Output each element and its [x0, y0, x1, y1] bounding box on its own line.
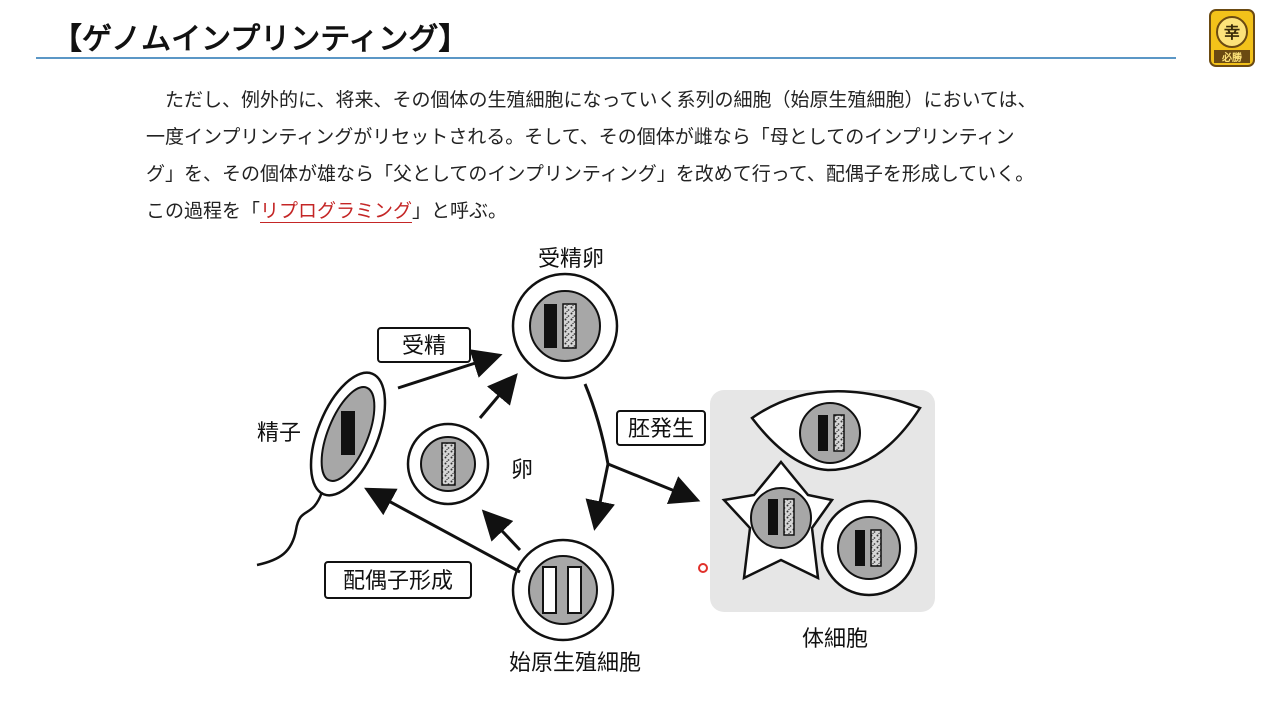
paragraph-line-3: グ」を、その個体が雄なら「父としてのインプリンティング」を改めて行って、配偶子を… [146, 163, 1035, 185]
development-label: 胚発生 [628, 417, 694, 442]
pointer-dot [698, 563, 708, 573]
sperm-label: 精子 [257, 421, 301, 446]
arrow-pgc-to-egg [481, 509, 522, 552]
arrow-sperm-to-zygote [397, 349, 503, 390]
zygote-label: 受精卵 [538, 247, 604, 272]
page-title: 【ゲノムインプリンティング】 [52, 22, 469, 57]
arrow-egg-to-zygote [478, 373, 518, 419]
sperm-cell [256, 371, 387, 567]
logo-top-char: 幸 [1224, 23, 1240, 42]
gamete-formation-label: 配偶子形成 [343, 569, 453, 594]
title-divider [36, 57, 1176, 59]
diagram-arrows [364, 349, 701, 574]
somatic-label: 体細胞 [802, 627, 868, 652]
arrow-zygote-stem [583, 383, 610, 465]
logo: 幸 必勝 [1207, 8, 1257, 68]
arrow-to-somatic [607, 462, 701, 505]
somatic-nucleus-2 [750, 487, 812, 549]
reprogramming-term: リプログラミング [260, 200, 413, 223]
egg-label: 卵 [511, 458, 533, 483]
somatic-nucleus-1 [799, 402, 861, 464]
logo-bottom-text: 必勝 [1221, 51, 1243, 64]
explanation-paragraph: ただし、例外的に、将来、その個体の生殖細胞になっていく系列の細胞（始原生殖細胞）… [146, 82, 1126, 230]
paragraph-line-1: ただし、例外的に、将来、その個体の生殖細胞になっていく系列の細胞（始原生殖細胞）… [165, 89, 1037, 111]
pgc-nucleus [528, 555, 598, 625]
paragraph-line-4: この過程を「リプログラミング」と呼ぶ。 [146, 200, 508, 223]
somatic-nucleus-3 [837, 516, 901, 580]
development-box [616, 410, 706, 446]
gamete-formation-box [324, 561, 472, 599]
pgc-label: 始原生殖細胞 [509, 651, 641, 676]
arrow-pgc-to-sperm [364, 487, 521, 574]
fertilization-label: 受精 [402, 334, 446, 359]
arrow-to-pgc [585, 463, 615, 531]
fertilization-box [377, 327, 471, 363]
paragraph-line-2: 一度インプリンティングがリセットされる。そして、その個体が雌なら「母としてのイン… [146, 126, 1015, 148]
